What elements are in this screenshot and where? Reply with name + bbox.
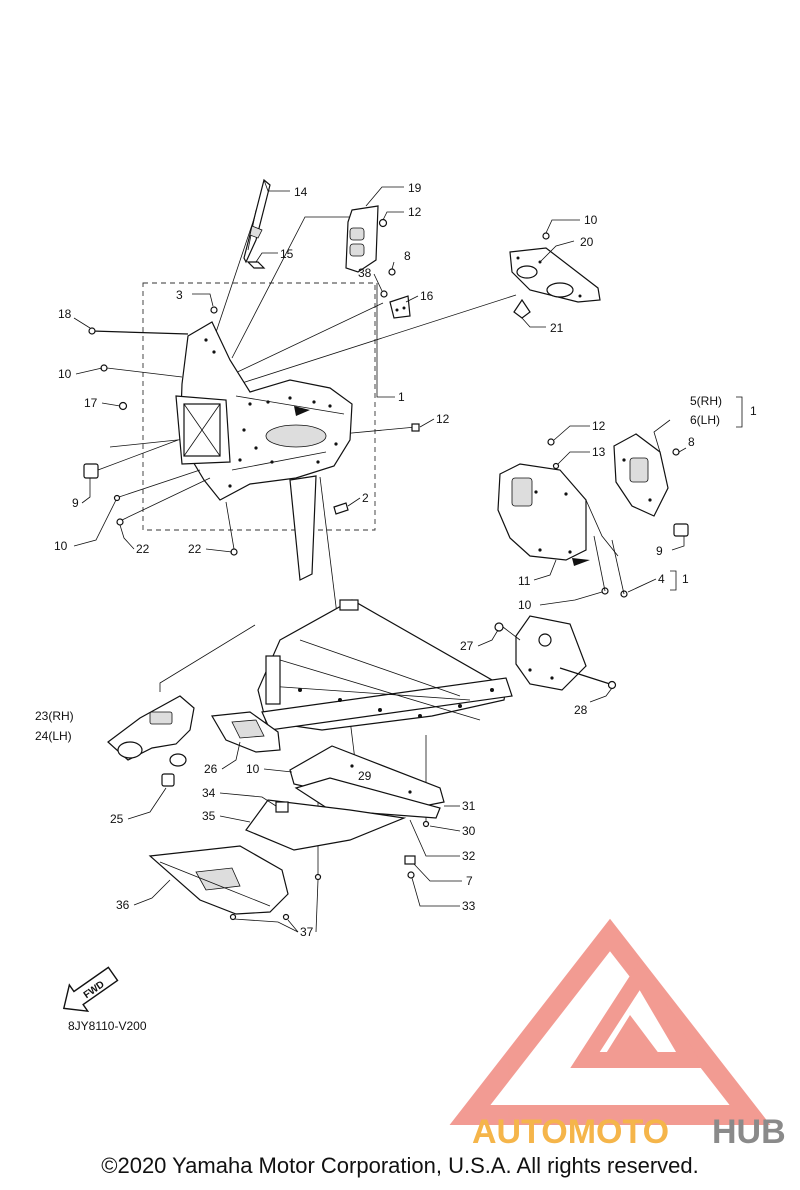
part-14-screen [243,178,271,264]
part-12-nut-b [547,438,555,446]
callout-27: 27 [460,639,474,653]
callout-9-left: 9 [72,496,79,510]
callout-7: 7 [466,874,473,888]
callout-32: 32 [462,849,476,863]
callout-9-side: 9 [656,544,663,558]
part-22-bolt-b [225,501,238,556]
callout-8-side: 8 [688,435,695,449]
part-19-bracket [345,205,388,273]
watermark-text-hub: HUB [712,1113,786,1151]
callout-30: 30 [462,824,476,838]
callout-10-side: 10 [518,598,532,612]
callout-10-top: 10 [584,213,598,227]
callout-1-side: 1 [750,404,757,418]
callout-8-top: 8 [404,249,411,263]
part-17-bolt [118,401,128,411]
part-21-clip [513,298,531,319]
callout-31: 31 [462,799,476,813]
part-8-bolt-b [672,448,680,456]
part-9-grommet-a [83,439,179,479]
subassembly-dashed-box [142,282,376,531]
callout-11: 11 [518,574,531,588]
callout-35: 35 [202,809,216,823]
callout-23-rh: 23(RH) [35,709,74,723]
callout-3: 3 [176,288,183,302]
callout-1: 1 [398,390,405,404]
callout-1-bolt: 1 [682,572,689,586]
drawing-code: 8JY8110-V200 [68,1019,147,1033]
callout-38: 38 [358,266,372,280]
part-1-front-frame [175,321,353,501]
part-13-stud [552,462,560,470]
part-34-clip [275,801,289,813]
part-7-nut [404,855,416,865]
watermark-text-automoto: AUTOMOTO [472,1113,669,1151]
callout-13: 13 [592,445,606,459]
part-9-grommet-b [673,523,689,537]
part-20-plate [509,232,601,303]
callout-12-top: 12 [408,205,422,219]
callout-15: 15 [280,247,294,261]
callout-16: 16 [420,289,434,303]
part-37-bolts [229,873,322,921]
part-23-24-bracket [107,695,195,767]
part-10-screw-b [113,469,201,502]
main-frame [257,475,513,731]
part-30-bolt [422,820,430,828]
callout-19: 19 [408,181,422,195]
callout-10-left: 10 [58,367,72,381]
callout-29: 29 [358,769,372,783]
part-26-bracket [211,711,281,753]
callout-5-rh: 5(RH) [690,394,722,408]
copyright-notice: ©2020 Yamaha Motor Corporation, U.S.A. A… [101,1153,699,1178]
callout-6-lh: 6(LH) [690,413,720,427]
callout-24-lh: 24(LH) [35,729,72,743]
callout-37: 37 [300,925,314,939]
part-33-bolt [407,871,415,879]
callout-4: 4 [658,572,665,586]
callout-14: 14 [294,185,308,199]
part-15-clip [246,261,266,269]
part-2-bolt [333,502,349,515]
callout-17: 17 [84,396,98,410]
leader-lines-side [585,419,671,595]
callout-12-mid: 12 [436,412,450,426]
callout-labels: 14 15 19 12 10 20 8 38 16 21 3 18 10 1 1… [35,179,757,939]
part-3-bolt [210,306,218,314]
callout-20: 20 [580,235,594,249]
callout-22-right: 22 [188,542,202,556]
fwd-arrow-icon: FWD [62,966,119,1013]
part-11-panel [497,463,590,566]
callout-22-left: 22 [136,542,150,556]
callout-34: 34 [202,786,216,800]
callout-28: 28 [574,703,588,717]
callout-12-side: 12 [592,419,606,433]
part-12-nut-a [411,423,420,432]
part-18-long-bolt [88,327,189,335]
callout-33: 33 [462,899,476,913]
callout-26: 26 [204,762,218,776]
part-rear-bracket [515,615,587,691]
callout-25: 25 [110,812,124,826]
part-25-bushing [161,773,175,787]
callout-36: 36 [116,898,130,912]
callout-10-lower: 10 [246,762,260,776]
part-22-bolt-a [116,477,211,526]
part-10-screw-a [100,364,183,378]
callout-10-bottom-left: 10 [54,539,68,553]
callout-18: 18 [58,307,72,321]
part-8-bolt-top [380,268,396,298]
watermark-logo [449,918,771,1125]
part-5-6-bracket [613,433,669,517]
callout-2: 2 [362,491,369,505]
part-16-bracket [389,295,411,319]
callout-21: 21 [550,321,564,335]
part-27-bolt [494,622,521,641]
part-36-guard [148,845,289,915]
